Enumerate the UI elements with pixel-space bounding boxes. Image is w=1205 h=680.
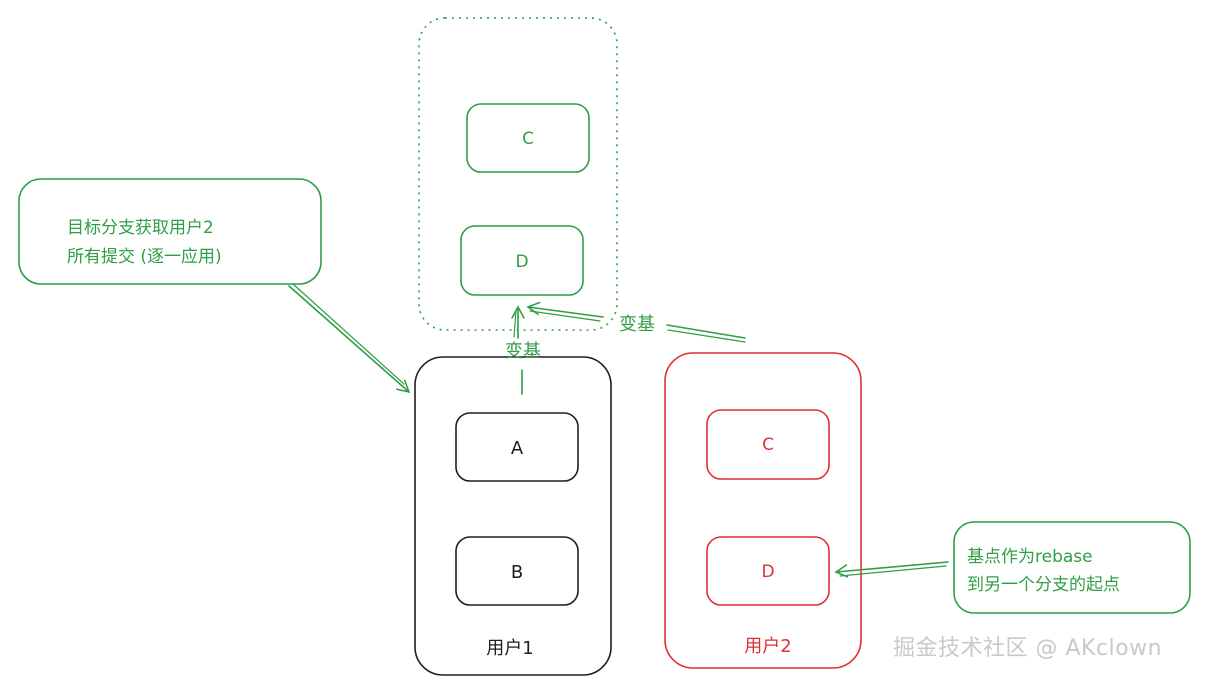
rebased-commits-group — [418, 17, 618, 331]
watermark: 掘金技术社区 @ AKclown — [893, 636, 1163, 661]
user2-label: 用户2 — [744, 636, 791, 657]
rebase-arrow-diagonal-upper — [526, 301, 604, 318]
note-left-line1: 目标分支获取用户2 — [67, 218, 214, 238]
user1-commit-b-box — [455, 536, 579, 606]
note-left-line2: 所有提交 (逐一应用) — [67, 247, 222, 267]
note-right-arrow — [834, 561, 949, 578]
rebase-arrow-diagonal-lower-twin — [667, 329, 746, 343]
user2-branch-group — [664, 352, 862, 669]
user2-commit-c-label: C — [762, 435, 774, 455]
user2-commit-c-box — [706, 409, 830, 480]
rebase-label-diagonal: 变基 — [619, 314, 655, 335]
user1-branch-group — [414, 356, 612, 676]
user1-commit-b-label: B — [511, 562, 523, 583]
rebased-commit-d-box — [460, 225, 584, 296]
rebased-commit-d-label: D — [515, 252, 528, 272]
rebase-arrow-diagonal-upper-twin — [529, 310, 601, 322]
user1-commit-a-box — [455, 412, 579, 482]
rebase-arrow-diagonal-lower — [666, 324, 746, 339]
user1-label: 用户1 — [486, 638, 533, 659]
note-left-box — [18, 178, 322, 285]
note-right-arrow-twin — [839, 565, 947, 577]
rebased-commit-c-box — [466, 103, 590, 173]
rebased-commit-c-label: C — [522, 129, 534, 149]
rebase-arrow-vertical-twin — [513, 309, 517, 338]
user2-commit-d-label: D — [761, 562, 774, 582]
user1-commit-a-label: A — [511, 438, 524, 459]
note-right-line1: 基点作为rebase — [967, 547, 1093, 567]
note-right-line2: 到另一个分支的起点 — [967, 575, 1120, 595]
rebase-label-vertical: 变基 — [505, 341, 541, 362]
note-left-arrow-twin — [292, 283, 405, 385]
note-left-arrow — [288, 285, 411, 394]
user2-commit-d-box — [706, 536, 830, 606]
note-right-box — [953, 521, 1191, 614]
